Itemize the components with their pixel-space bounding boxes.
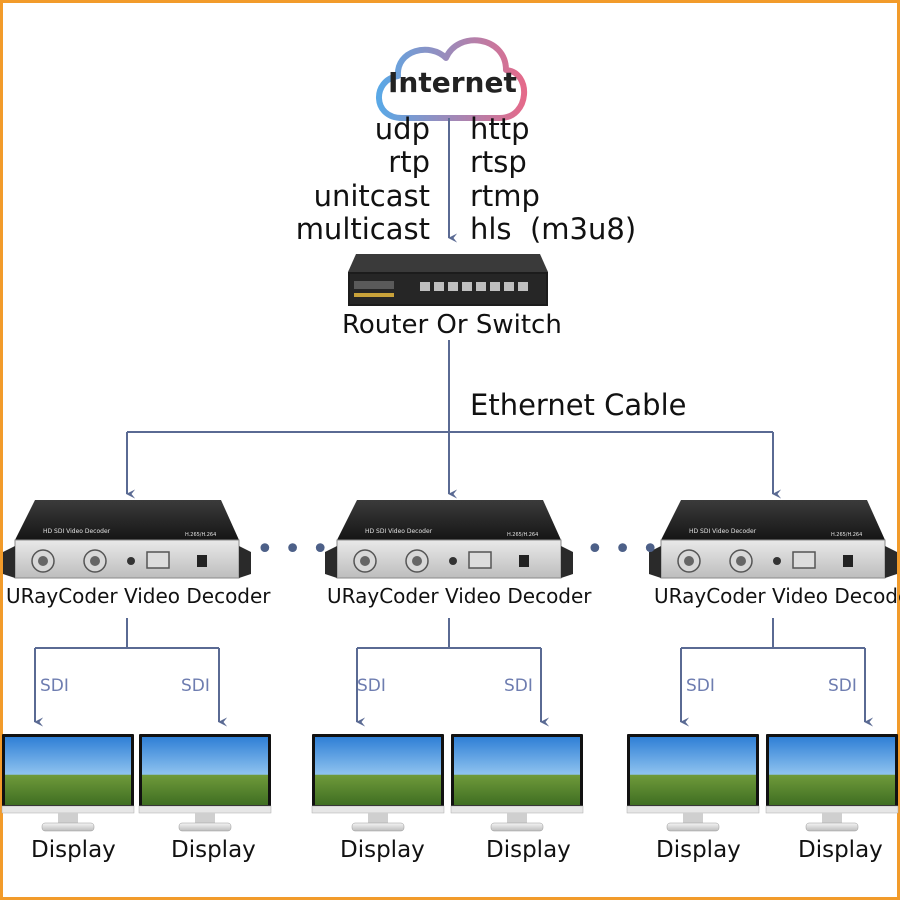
display-monitor-icon <box>138 734 272 832</box>
decoder-panel-codec: H.265/H.264 <box>185 532 216 538</box>
display-label-1: Display <box>31 837 116 863</box>
decoder-panel-codec: H.265/H.264 <box>831 532 862 538</box>
display-monitor-icon <box>765 734 899 832</box>
sdi-label-2b: SDI <box>504 676 533 696</box>
ethernet-port-icon <box>146 551 170 569</box>
power-port-icon <box>519 555 529 567</box>
sdi-label-3a: SDI <box>686 676 715 696</box>
sdi-label-1a: SDI <box>40 676 69 696</box>
display-monitor-icon <box>626 734 760 832</box>
decoder-2-label: URayCoder Video Decoder <box>327 584 592 608</box>
display-label-5: Display <box>656 837 741 863</box>
sdi-label-3b: SDI <box>828 676 857 696</box>
display-label-3: Display <box>340 837 425 863</box>
decoder-3-label: URayCoder Video Decoder <box>654 584 900 608</box>
protocol-hls: hls (m3u8) <box>470 212 637 246</box>
protocol-http: http <box>470 112 530 146</box>
decoder-1-label: URayCoder Video Decoder <box>6 584 271 608</box>
protocol-unitcast: unitcast <box>313 179 430 213</box>
ellipsis-left: ••• <box>256 532 340 567</box>
decoder-panel-codec: H.265/H.264 <box>507 532 538 538</box>
ethernet-port-icon <box>468 551 492 569</box>
power-port-icon <box>197 555 207 567</box>
protocol-rtmp: rtmp <box>470 179 540 213</box>
internet-label: Internet <box>388 66 517 99</box>
sdi-label-1b: SDI <box>181 676 210 696</box>
decoder-panel-title: HD SDI Video Decoder <box>43 528 111 535</box>
protocol-rtsp: rtsp <box>470 145 527 179</box>
sdi-label-2a: SDI <box>357 676 386 696</box>
display-label-6: Display <box>798 837 883 863</box>
power-port-icon <box>843 555 853 567</box>
ellipsis-right: ••• <box>586 532 670 567</box>
outputs-layer <box>1 618 899 832</box>
display-monitor-icon <box>450 734 584 832</box>
decoder-panel-title: HD SDI Video Decoder <box>689 528 757 535</box>
display-monitor-icon <box>1 734 135 832</box>
protocol-multicast: multicast <box>295 212 430 246</box>
display-label-4: Display <box>486 837 571 863</box>
ethernet-port-icon <box>792 551 816 569</box>
ethernet-cable-label: Ethernet Cable <box>470 388 687 422</box>
internet-cloud-icon <box>376 37 528 121</box>
audio-jack-icon <box>773 557 781 565</box>
decoder-panel-title: HD SDI Video Decoder <box>365 528 433 535</box>
protocol-udp: udp <box>374 112 430 146</box>
protocol-rtp: rtp <box>388 145 430 179</box>
router-icon <box>348 254 548 306</box>
audio-jack-icon <box>127 557 135 565</box>
display-monitor-icon <box>311 734 445 832</box>
audio-jack-icon <box>449 557 457 565</box>
router-label: Router Or Switch <box>342 310 562 340</box>
display-label-2: Display <box>171 837 256 863</box>
